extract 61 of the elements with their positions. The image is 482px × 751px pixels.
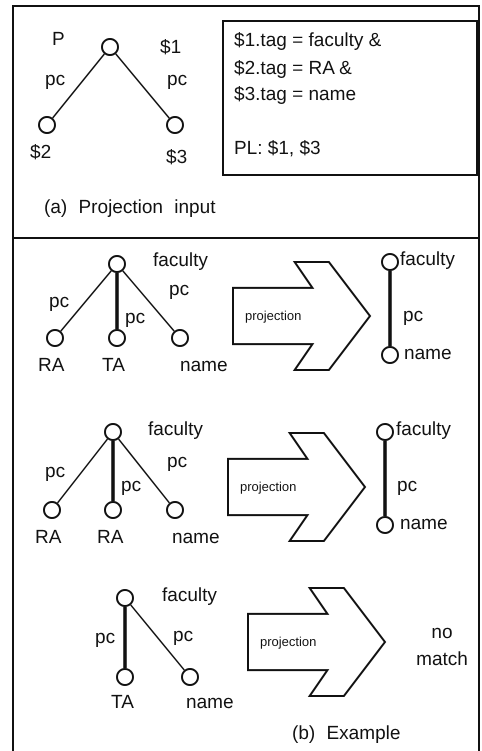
node-label: $3 <box>166 148 188 169</box>
node-label: RA <box>97 528 124 549</box>
tree-edge <box>52 54 105 118</box>
node-label: faculty <box>153 251 208 272</box>
node-label: TA <box>111 693 134 714</box>
arrow-label: projection <box>260 634 316 649</box>
tree-node <box>376 423 394 441</box>
node-label: name <box>400 514 448 535</box>
tree-node <box>166 501 184 519</box>
condition-text: PL: $1, $3 <box>234 138 321 160</box>
tree-node <box>46 329 64 347</box>
tree-edge <box>115 273 119 329</box>
condition-box <box>222 20 478 176</box>
tree-node <box>381 253 399 271</box>
tree-node <box>116 668 134 686</box>
tree-node <box>108 255 126 273</box>
tree-node <box>108 329 126 347</box>
tree-edge <box>115 53 170 119</box>
tree-node <box>381 346 399 364</box>
condition-text: $2.tag = RA & <box>234 58 352 80</box>
tree-node <box>43 501 61 519</box>
tree-edge <box>383 441 387 516</box>
node-label: name <box>186 693 234 714</box>
node-label: name <box>404 344 452 365</box>
tree-node <box>376 516 394 534</box>
tree-edge <box>118 438 170 504</box>
node-label: RA <box>38 356 64 377</box>
node-label: faculty <box>148 420 203 441</box>
node-label: faculty <box>162 586 217 607</box>
tree-edge <box>111 441 115 501</box>
node-label: faculty <box>400 250 455 271</box>
tree-edge <box>388 271 392 346</box>
tree-edge <box>130 604 185 671</box>
node-label: name <box>180 356 228 377</box>
node-label: name <box>172 528 220 549</box>
result-note: no match <box>415 621 469 672</box>
tree-edge <box>123 607 127 668</box>
tree-node <box>104 423 122 441</box>
tree-node <box>181 668 199 686</box>
panel-caption: (b) Example <box>292 724 400 745</box>
arrow-label: projection <box>240 479 296 494</box>
node-label: faculty <box>396 420 451 441</box>
tree-node <box>104 501 122 519</box>
node-label: TA <box>102 356 125 377</box>
condition-text: $1.tag = faculty & <box>234 30 382 52</box>
tree-edge <box>122 270 175 332</box>
node-label: RA <box>35 528 62 549</box>
tree-edge <box>60 270 112 332</box>
tree-node <box>171 329 189 347</box>
tree-node <box>116 589 134 607</box>
tree-node <box>166 116 184 134</box>
node-label: $1 <box>160 38 182 59</box>
panel-caption: (a) Projection input <box>44 198 216 219</box>
condition-text: $3.tag = name <box>234 84 356 106</box>
node-label: P <box>52 30 65 51</box>
tree-edge <box>56 438 108 504</box>
arrow-label: projection <box>245 308 302 323</box>
panel <box>12 237 480 751</box>
tree-node <box>101 38 119 56</box>
node-label: $2 <box>30 143 52 164</box>
tree-node <box>38 116 56 134</box>
